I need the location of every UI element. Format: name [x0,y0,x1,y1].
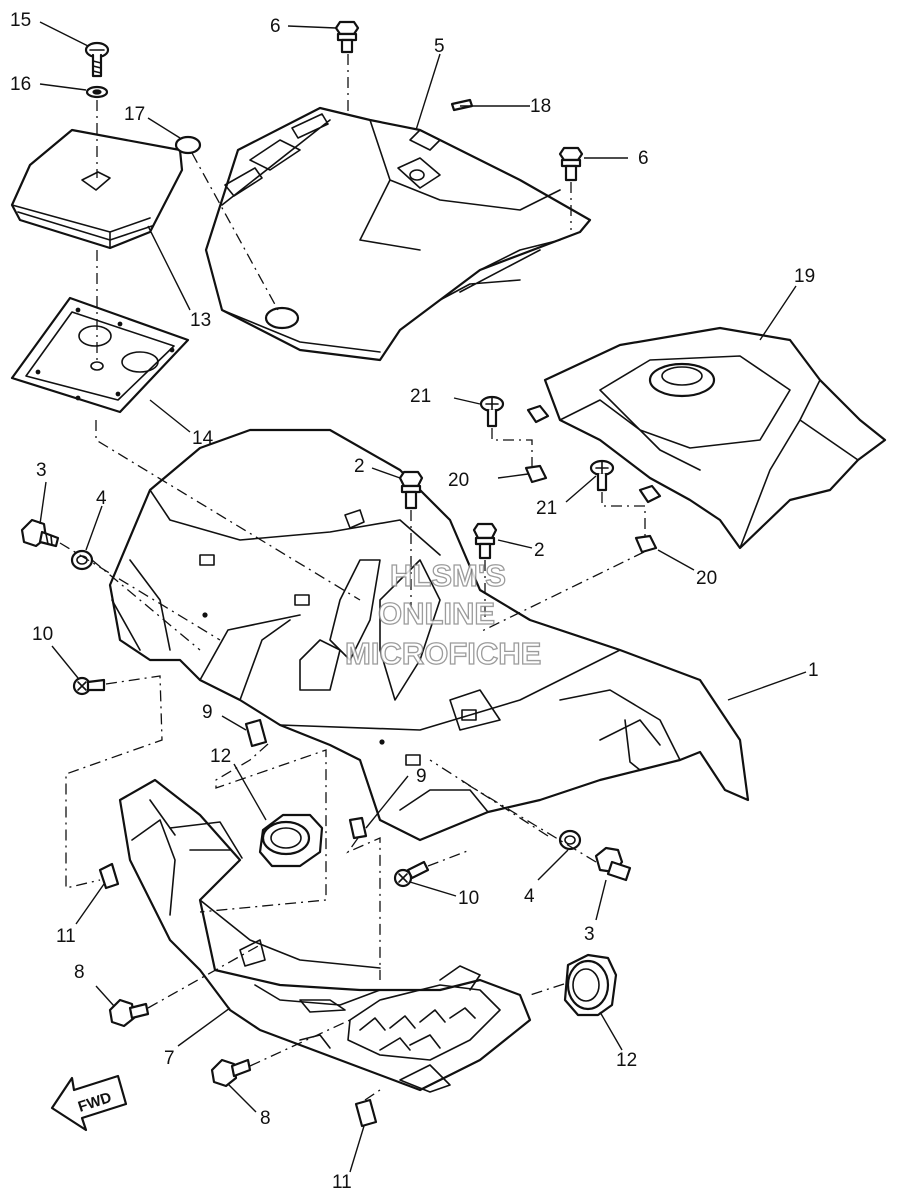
callout-13: 13 [190,310,211,331]
callout-8-upper: 8 [74,962,85,983]
part-20-nut-a [524,464,548,484]
part-16-washer [85,85,109,99]
callout-15: 15 [10,10,31,31]
part-8-bolt-lower [210,1058,252,1088]
callout-17: 17 [124,104,145,125]
callout-6-right: 6 [638,148,649,169]
part-6-bolt-top [334,20,360,54]
part-7-front-guard [118,778,532,1093]
callout-11-upper: 11 [56,926,76,947]
callout-2-upper: 2 [354,456,365,477]
part-21-screw-a [479,395,505,428]
part-9-clip-left [244,718,268,748]
callout-14: 14 [192,428,214,449]
part-2-bolt-b [472,522,498,560]
callout-labels: 15 16 17 6 5 18 6 13 14 19 21 3 4 2 20 2… [10,10,819,1193]
callout-4-left: 4 [96,488,107,509]
callout-21-upper: 21 [410,386,431,407]
callout-7: 7 [164,1048,175,1069]
part-8-bolt-upper [108,998,150,1028]
callout-20-upper: 20 [448,470,469,491]
watermark-line-2: ONLINE [378,596,495,631]
callout-2-lower: 2 [534,540,545,561]
watermark: HLSM'S ONLINE MICROFICHE [344,557,542,671]
part-13-cover [10,128,184,250]
callout-1: 1 [808,660,819,681]
callout-3-right: 3 [584,924,595,945]
callout-18: 18 [530,96,551,117]
leader-lines [39,21,807,1173]
watermark-line-3: MICROFICHE [345,636,541,671]
callout-12-right: 12 [616,1050,637,1071]
part-14-gasket [10,296,190,414]
callout-11-lower: 11 [332,1172,352,1193]
part-12-duct-left [258,813,324,868]
callout-19: 19 [794,266,815,287]
part-1-rear-fender [108,428,750,842]
part-15-screw [84,41,110,78]
callout-21-lower: 21 [536,498,557,519]
callout-3-left: 3 [36,460,47,481]
part-21-screw-b [589,459,615,492]
part-4-collar-right [558,829,582,851]
watermark-line-1: HLSM'S [390,558,506,593]
part-6-bolt-right [558,146,584,182]
part-11-clip-lower [354,1098,378,1128]
part-5-front-panel [204,106,592,362]
callout-6-top: 6 [270,16,281,37]
part-12-duct-right [563,953,618,1017]
part-3-bolt-right [594,846,632,882]
part-18-plate [450,98,474,112]
callout-16: 16 [10,74,31,95]
part-17-plug [174,135,202,155]
callout-12-left: 12 [210,746,231,767]
callout-4-right: 4 [524,886,535,907]
part-11-clip-upper [98,862,120,890]
callout-8-lower: 8 [260,1108,271,1129]
part-20-slot-a [526,404,550,424]
fwd-arrow-icon: FWD [50,1074,128,1132]
part-2-bolt-a [398,470,424,510]
part-10-screw-left [72,676,106,696]
callout-10-right: 10 [458,888,479,909]
part-20-nut-b [634,534,658,554]
part-20-slot-b [638,484,662,504]
callout-5: 5 [434,36,445,57]
callout-20-lower: 20 [696,568,717,589]
callout-9-left: 9 [202,702,213,723]
callout-10-left: 10 [32,624,53,645]
callout-9-right: 9 [416,766,427,787]
part-19-rear-cover [543,326,887,550]
assembly-lines [59,54,646,1101]
part-9-clip-right [348,816,368,840]
part-10-screw-right [393,860,430,888]
part-3-bolt-left [20,518,60,548]
